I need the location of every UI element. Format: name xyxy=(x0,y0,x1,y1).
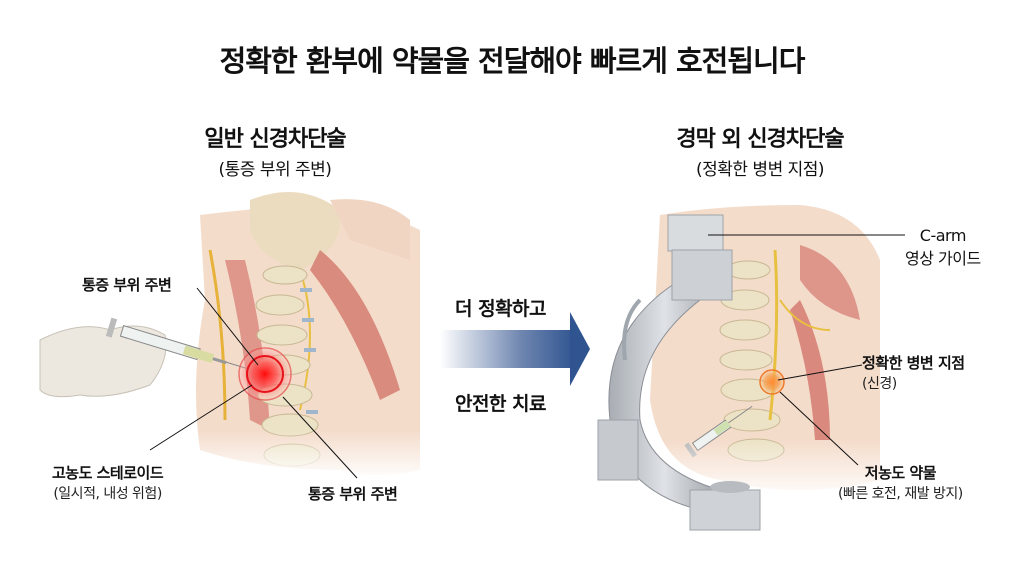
right-neck-illustration xyxy=(597,205,905,531)
label-high-dose-steroid: 고농도 스테로이드 (일시적, 내성 위험) xyxy=(52,462,164,503)
right-heading: 경막 외 신경차단술 xyxy=(676,127,844,152)
left-heading: 일반 신경차단술 xyxy=(204,127,346,152)
label-target: 정확한 병변 지점 (신경) xyxy=(862,352,965,393)
label-pain-area-bottom: 통증 부위 주변 xyxy=(308,485,398,503)
leader-line-bottom-right xyxy=(282,396,358,479)
label-low-dose-drug: 저농도 약물 (빠른 호전, 재발 방지) xyxy=(838,462,963,503)
label-high-dose-title: 고농도 스테로이드 xyxy=(52,464,164,482)
page-title: 정확한 환부에 약물을 전달해야 빠르게 호전됩니다 xyxy=(219,44,806,78)
center-text-top: 더 정확하고 xyxy=(455,298,547,320)
leader-line-target xyxy=(777,364,863,381)
label-target-sub: (신경) xyxy=(862,376,897,392)
label-carm: C-arm 영상 가이드 xyxy=(905,226,981,269)
label-target-title: 정확한 병변 지점 xyxy=(862,354,965,372)
label-pain-area-top: 통증 부위 주변 xyxy=(82,276,172,294)
left-subheading: (통증 부위 주변) xyxy=(218,160,332,180)
leader-line-drug xyxy=(779,391,859,466)
c-arm-detector xyxy=(667,214,724,252)
label-high-dose-sub: (일시적, 내성 위험) xyxy=(53,486,162,502)
left-neck-illustration xyxy=(39,192,430,480)
leader-line-bottom-left xyxy=(149,384,253,451)
leader-line-top xyxy=(196,287,259,366)
label-drug-title: 저농도 약물 xyxy=(864,464,937,482)
left-panel-heading: 일반 신경차단술 (통증 부위 주변) xyxy=(150,121,400,180)
label-drug-sub: (빠른 호전, 재발 방지) xyxy=(838,486,963,502)
right-panel-heading: 경막 외 신경차단술 (정확한 병변 지점) xyxy=(630,121,890,180)
center-arrow xyxy=(440,312,590,386)
center-text-bottom: 안전한 치료 xyxy=(455,393,547,415)
label-carm-sub: 영상 가이드 xyxy=(905,249,981,268)
right-subheading: (정확한 병변 지점) xyxy=(695,160,825,180)
label-carm-title: C-arm xyxy=(919,226,967,245)
